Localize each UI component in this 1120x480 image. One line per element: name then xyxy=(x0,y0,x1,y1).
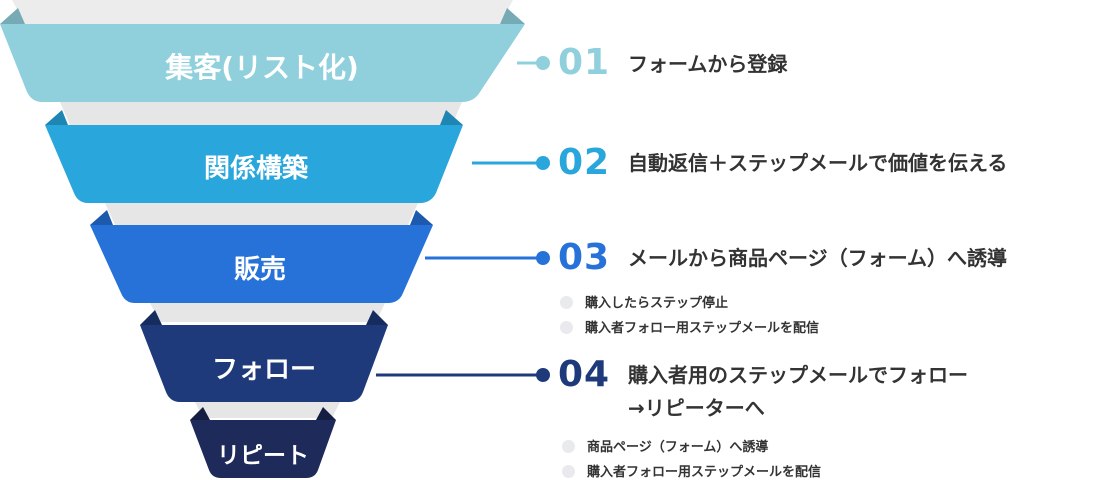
step-number-2: 02 xyxy=(558,142,611,183)
fold-4r xyxy=(366,310,388,325)
funnel-level-1 xyxy=(0,24,525,102)
funnel-back-5 xyxy=(195,402,340,418)
step-4-sub-1: 商品ページ（フォーム）へ誘導 xyxy=(562,436,768,455)
connector-dot-1 xyxy=(536,56,550,70)
fold-1r xyxy=(500,8,525,24)
funnel-back-1 xyxy=(12,0,513,24)
funnel-level-4 xyxy=(140,325,388,402)
fold-2r xyxy=(440,110,463,125)
step-4-sub-2: 購入者フォロー用ステップメールを配信 xyxy=(562,461,821,480)
fold-1 xyxy=(0,8,25,24)
bullet-icon xyxy=(562,465,575,478)
step-number-3: 03 xyxy=(558,237,611,278)
fold-2 xyxy=(45,110,68,125)
level-label-4: フォロー xyxy=(211,355,317,385)
level-label-1: 集客(リスト化) xyxy=(165,51,359,84)
step-text-3: メールから商品ページ（フォーム）へ誘導 xyxy=(628,246,1007,270)
connector-dot-2 xyxy=(536,156,550,170)
funnel-back-2 xyxy=(60,102,462,125)
level-label-5: リピート xyxy=(217,443,309,469)
step-number-1: 01 xyxy=(558,42,611,83)
funnel-back-3 xyxy=(105,203,418,225)
fold-3r xyxy=(410,210,433,225)
funnel-level-2 xyxy=(45,125,463,203)
step-text-2: 自動返信＋ステップメールで価値を伝える xyxy=(628,151,1008,175)
step-3-sub-2: 購入者フォロー用ステップメールを配信 xyxy=(560,317,819,336)
funnel-level-3 xyxy=(90,225,433,303)
step-3-sub-1: 購入したらステップ停止 xyxy=(560,292,728,311)
funnel-level-5 xyxy=(190,420,336,478)
step-number-4: 04 xyxy=(558,354,611,395)
bullet-icon xyxy=(562,440,575,453)
level-label-3: 販売 xyxy=(233,255,287,285)
fold-4 xyxy=(140,310,162,325)
fold-3 xyxy=(90,210,113,225)
step-text-1: フォームから登録 xyxy=(628,52,788,76)
fold-5 xyxy=(190,407,210,420)
level-label-2: 関係構築 xyxy=(203,154,309,184)
fold-5r xyxy=(316,407,336,420)
step-text-4: 購入者用のステップメールでフォロー xyxy=(628,363,968,387)
bullet-icon xyxy=(560,296,573,309)
bullet-icon xyxy=(560,321,573,334)
funnel-back-4 xyxy=(150,303,385,322)
connector-dot-4 xyxy=(536,368,550,382)
connector-dot-3 xyxy=(536,251,550,265)
step-text-4-line2: →リピーターへ xyxy=(628,396,765,420)
